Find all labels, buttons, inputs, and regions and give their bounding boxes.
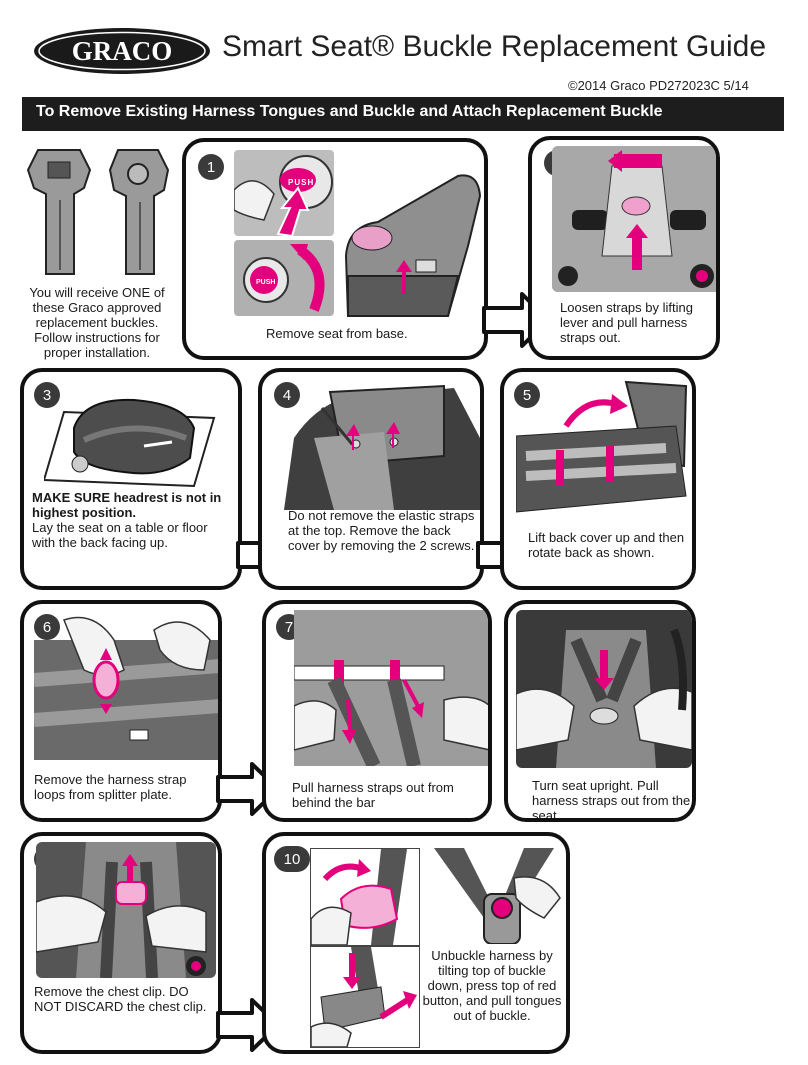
step-9-caption: Remove the chest clip. DO NOT DISCARD th… xyxy=(34,984,207,1014)
step-2-panel: 2 Loosen straps by lifting lever and pul… xyxy=(528,136,720,360)
step-2-caption: Loosen straps by lifting lever and pull … xyxy=(560,300,693,345)
graco-logo: GRACO xyxy=(32,26,212,76)
step-9-panel: 9 Remove the chest clip. DO NOT DISCARD … xyxy=(20,832,222,1054)
step-1-push-label-bottom: PUSH xyxy=(256,279,276,286)
step-6-caption: Remove the harness strap loops from spli… xyxy=(34,772,187,802)
intro-text: You will receive ONE of these Graco appr… xyxy=(29,285,165,360)
step-1-caption: Remove seat from base. xyxy=(266,326,408,341)
step-7-illustration xyxy=(294,610,488,766)
step-7-panel: 7 Pull harness straps out from behind th… xyxy=(262,600,492,822)
step-1-push-illustration-bottom xyxy=(234,240,334,316)
step-10-number: 10 xyxy=(274,846,310,872)
section-banner-text: To Remove Existing Harness Tongues and B… xyxy=(36,103,663,120)
step-3-panel: 3 MAKE SURE headrest is not in highest p… xyxy=(20,368,242,590)
step-3-caption-bold: MAKE SURE headrest is not in highest pos… xyxy=(32,490,222,520)
step-9-illustration xyxy=(36,842,216,978)
step-3-caption: Lay the seat on a table or floor with th… xyxy=(32,520,208,550)
svg-text:GRACO: GRACO xyxy=(72,36,173,66)
page-title: Smart Seat® Buckle Replacement Guide xyxy=(222,30,767,63)
step-5-panel: 5 Lift back cover up and then rotate bac… xyxy=(500,368,696,590)
step-8-caption: Turn seat upright. Pull harness straps o… xyxy=(532,778,691,822)
step-10-caption: Unbuckle harness by tilting top of buckl… xyxy=(422,948,562,1023)
step-1-push-illustration-top xyxy=(234,150,334,236)
step-8-illustration xyxy=(516,610,692,768)
step-3-number: 3 xyxy=(34,382,60,408)
copyright-line: ©2014 Graco PD272023C 5/14 xyxy=(568,78,749,93)
step-5-caption: Lift back cover up and then rotate back … xyxy=(528,530,685,560)
step-1-number: 1 xyxy=(198,154,224,180)
step-7-caption: Pull harness straps out from behind the … xyxy=(292,780,454,810)
step-10-illustration-pull xyxy=(310,946,420,1048)
step-6-number: 6 xyxy=(34,614,60,640)
step-1-panel: 1 PUSH PUSH Remove seat from base. xyxy=(182,138,488,360)
step-3-illustration xyxy=(44,388,224,488)
replacement-buckles-illustration xyxy=(18,140,178,280)
step-8-panel: 8 Turn seat upright. Pull harness straps… xyxy=(504,600,696,822)
step-4-number: 4 xyxy=(274,382,300,408)
step-1-seat-illustration xyxy=(338,166,484,318)
step-5-illustration xyxy=(516,376,692,516)
step-2-illustration xyxy=(552,146,716,292)
step-10-panel: 10 Unbuckle harness by tilting xyxy=(262,832,570,1054)
step-4-illustration xyxy=(274,378,480,510)
step-1-push-label-top: PUSH xyxy=(288,178,315,187)
step-10-illustration-button xyxy=(424,848,566,944)
section-banner xyxy=(22,97,784,131)
step-4-panel: 4 Do not remove the elastic straps at th… xyxy=(258,368,484,590)
step-10-illustration-tilt xyxy=(310,848,420,946)
step-6-illustration xyxy=(34,610,218,760)
step-5-number: 5 xyxy=(514,382,540,408)
step-4-caption: Do not remove the elastic straps at the … xyxy=(288,508,475,553)
step-6-panel: 6 Remove the harness strap loops from sp… xyxy=(20,600,222,822)
